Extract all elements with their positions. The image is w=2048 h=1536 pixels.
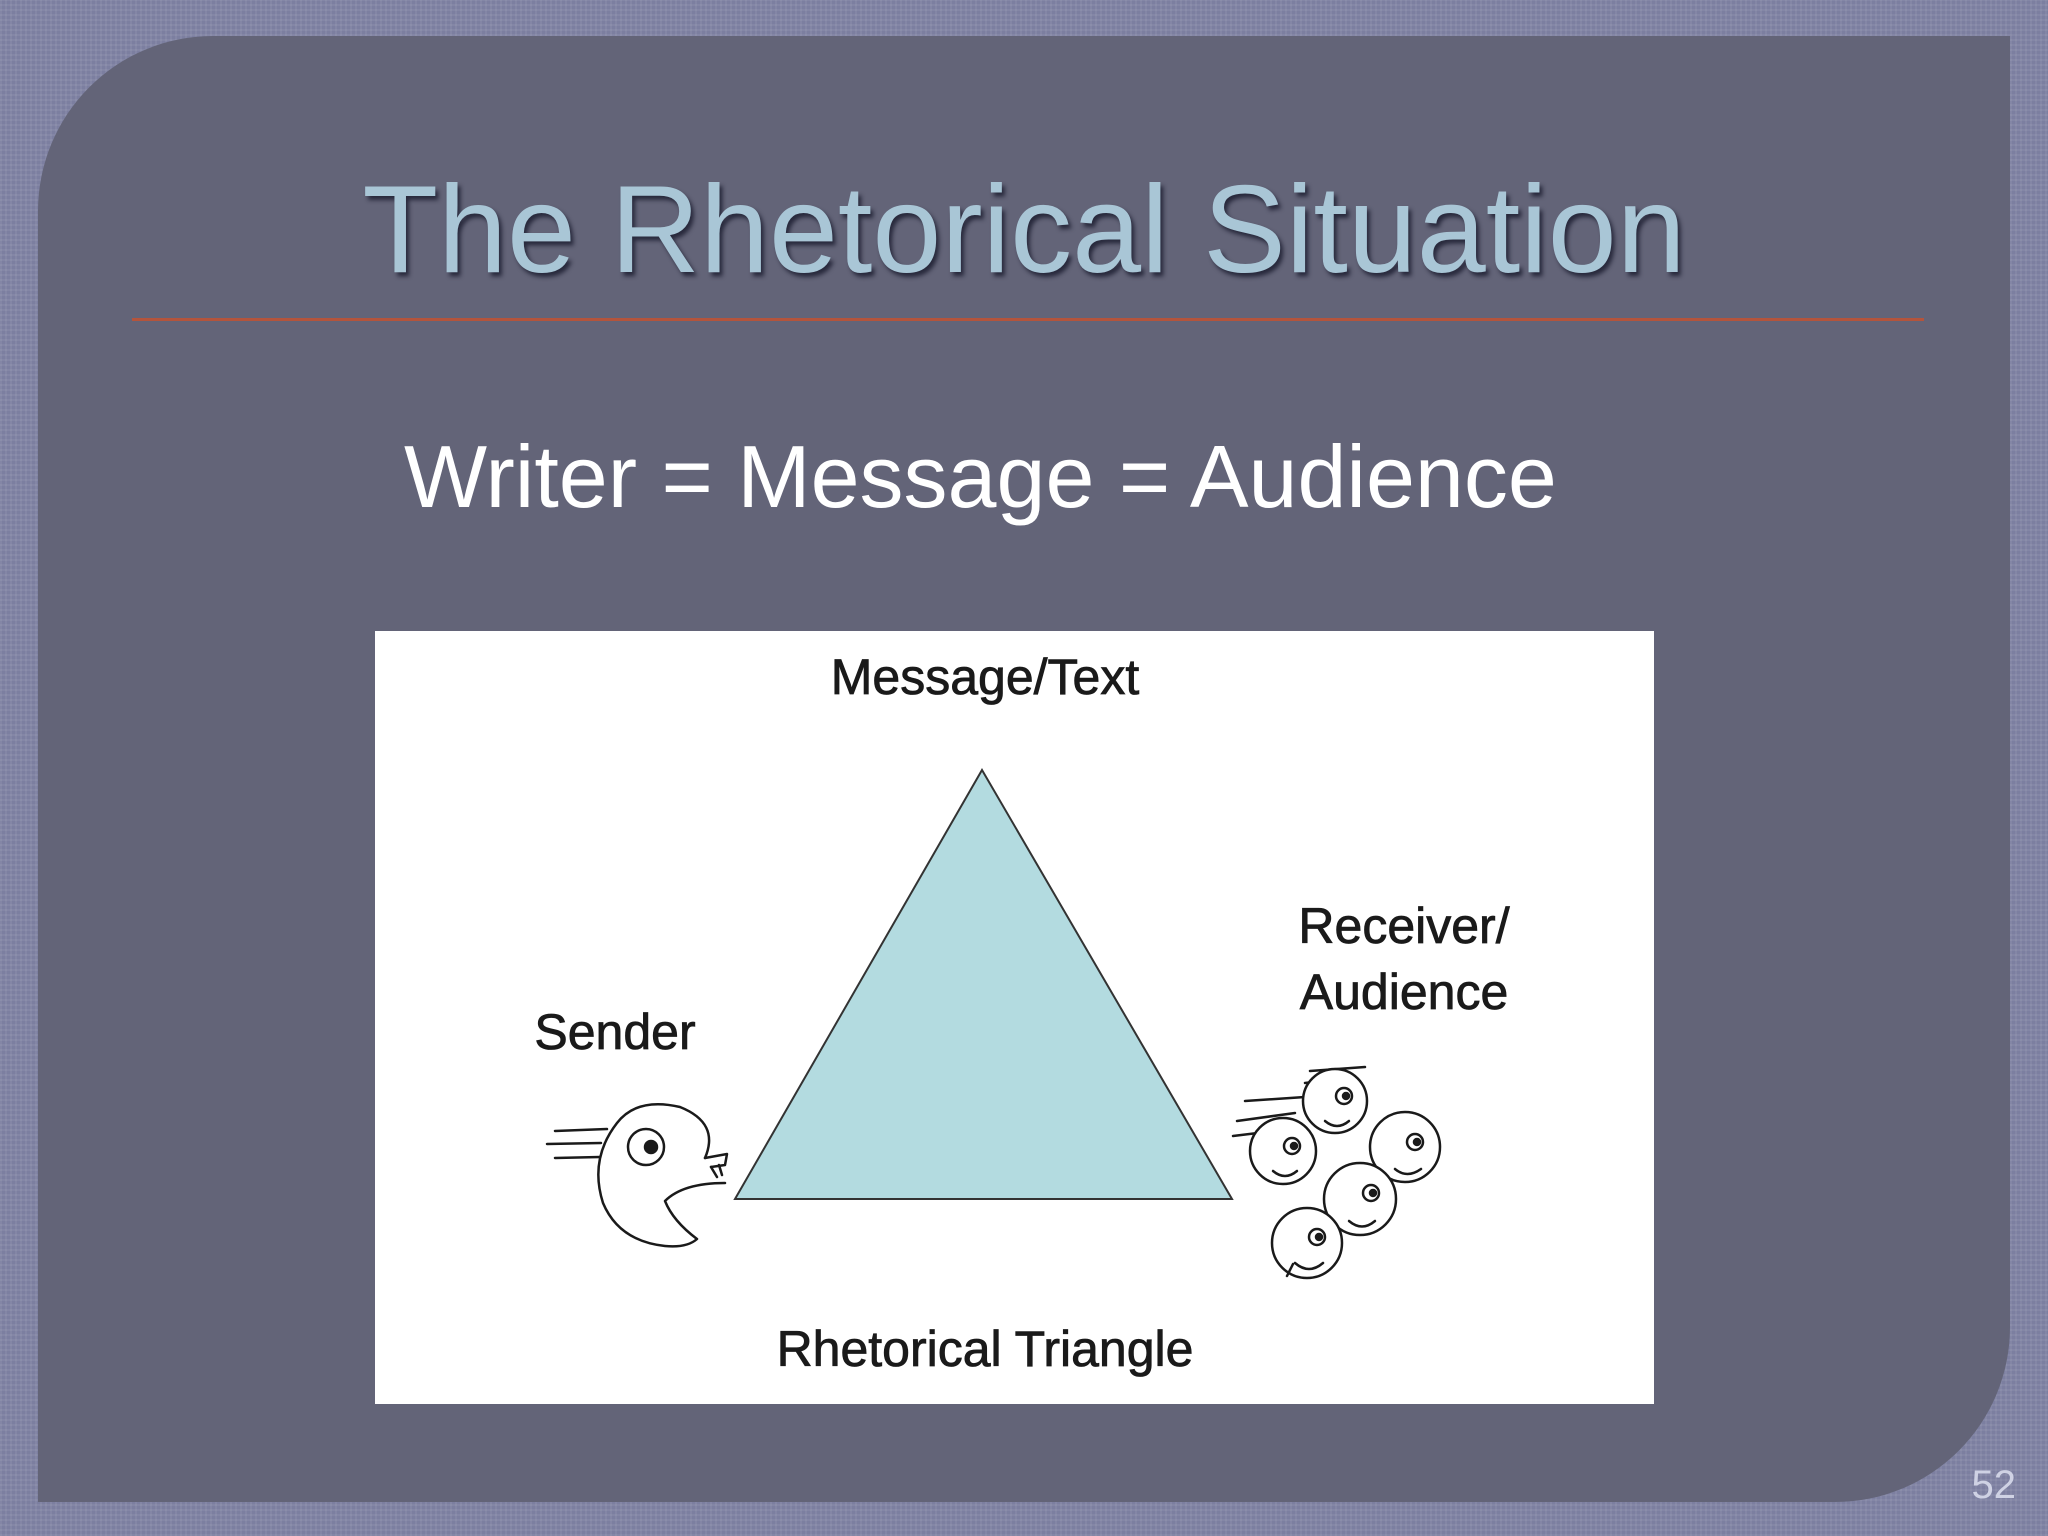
rhetorical-triangle-diagram: Message/Text Sender Receiver/ Audience R… — [375, 631, 1654, 1404]
sender-head-icon — [545, 1103, 729, 1248]
rhetorical-triangle-shape — [733, 768, 1234, 1200]
slide-number: 52 — [1971, 1463, 2017, 1507]
slide-title: The Rhetorical Situation — [362, 161, 1686, 299]
diagram-label-receiver: Receiver/ — [1298, 898, 1509, 954]
diagram-label-rhetorical-triangle: Rhetorical Triangle — [777, 1321, 1194, 1377]
diagram-label-message: Message/Text — [831, 649, 1140, 705]
diagram-label-sender: Sender — [534, 1004, 695, 1060]
audience-crowd-icon — [1231, 1065, 1442, 1280]
diagram-canvas: Message/Text Sender Receiver/ Audience R… — [534, 649, 1510, 1378]
diagram-label-audience: Audience — [1300, 964, 1509, 1020]
title-divider — [132, 318, 1924, 321]
slide-subtitle: Writer = Message = Audience — [404, 427, 1557, 526]
